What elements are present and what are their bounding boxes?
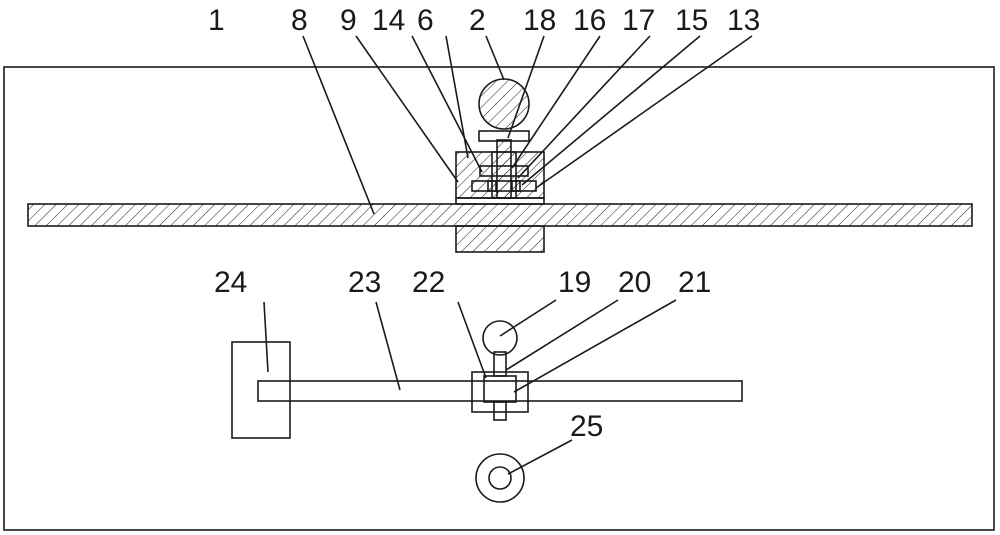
horizontal-rod — [257, 380, 743, 402]
slide-block — [471, 351, 529, 421]
roller-inner — [488, 466, 512, 490]
label-19: 19 — [558, 266, 591, 299]
label-2: 2 — [469, 4, 486, 37]
screw-shaft — [496, 139, 512, 199]
label-17: 17 — [622, 4, 655, 37]
label-14: 14 — [372, 4, 405, 37]
label-20: 20 — [618, 266, 651, 299]
motor-box — [231, 341, 291, 439]
knob — [478, 78, 530, 130]
label-23: 23 — [348, 266, 381, 299]
label-16: 16 — [573, 4, 606, 37]
label-8: 8 — [291, 4, 308, 37]
roller-outer — [475, 453, 525, 503]
lower-block — [455, 225, 545, 253]
main-frame — [3, 66, 995, 531]
label-21: 21 — [678, 266, 711, 299]
label-25: 25 — [570, 410, 603, 443]
upper-wheel — [482, 320, 518, 356]
label-15: 15 — [675, 4, 708, 37]
label-13: 13 — [727, 4, 760, 37]
label-1: 1 — [208, 4, 225, 37]
label-9: 9 — [340, 4, 357, 37]
guide-rail — [27, 203, 973, 227]
leader-lines — [263, 35, 753, 475]
label-22: 22 — [412, 266, 445, 299]
label-18: 18 — [523, 4, 556, 37]
label-6: 6 — [417, 4, 434, 37]
label-24: 24 — [214, 266, 247, 299]
handle-plate — [478, 130, 530, 142]
